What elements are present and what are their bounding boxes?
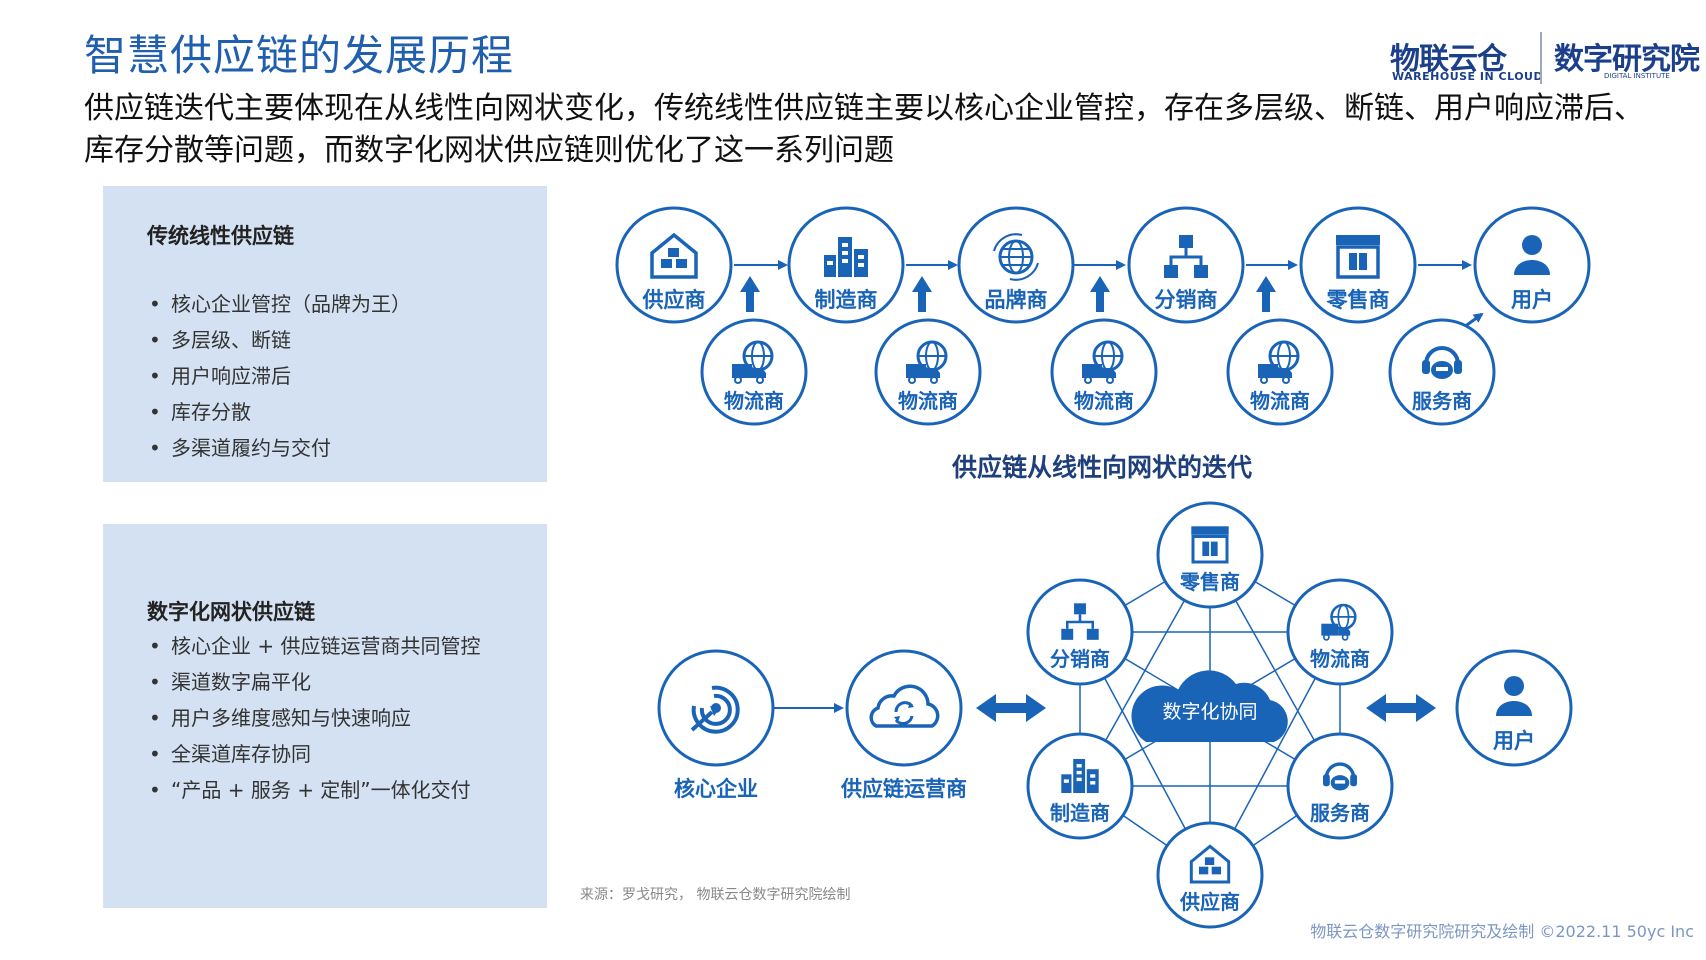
digital-heading: 数字化网状供应链: [147, 600, 315, 624]
traditional-heading: 传统线性供应链: [147, 224, 294, 248]
logo-brand: 物联云仓: [1390, 42, 1507, 77]
node-user: 用户: [1473, 206, 1591, 324]
node-logistics: 物流商: [700, 318, 808, 426]
node-user: 用户: [1455, 649, 1573, 767]
list-item: 核心企业 + 供应链运营商共同管控: [147, 628, 487, 664]
up-arrow: [1090, 276, 1110, 312]
node-label: 品牌商: [985, 288, 1048, 312]
node-label: 用户: [1493, 729, 1535, 753]
network-diagram: 核心企业 供应链运营商 数字化协同 零售商: [657, 501, 1573, 929]
node-label: 零售商: [1326, 288, 1390, 312]
logo: 物联云仓 WAREHOUSE IN CLOUD 数字研究院 DIGITAL IN…: [1390, 14, 1700, 84]
list-item: 核心企业管控（品牌为王）: [147, 286, 527, 322]
node-logistics: 物流商: [1050, 318, 1158, 426]
node-label: 服务商: [1310, 801, 1370, 825]
list-item: 库存分散: [147, 394, 527, 430]
node-manufacturer: 制造商: [1026, 732, 1134, 840]
node-logistics: 物流商: [874, 318, 982, 426]
page-subtitle: 供应链迭代主要体现在从线性向网状变化，传统线性供应链主要以核心企业管控，存在多层…: [84, 91, 1644, 168]
node-brand: 品牌商: [957, 206, 1075, 324]
node-label: 零售商: [1179, 570, 1240, 594]
node-distributor: 分销商: [1127, 206, 1245, 324]
logo-institute: 数字研究院: [1554, 42, 1700, 77]
logo-institute-en: DIGITAL INSTITUTE: [1604, 72, 1670, 80]
up-arrow: [1256, 276, 1276, 312]
node-logistics: 物流商: [1226, 318, 1334, 426]
logo-brand-en: WAREHOUSE IN CLOUD: [1392, 70, 1544, 83]
node-retailer: 零售商: [1299, 206, 1417, 324]
double-arrow: [1366, 694, 1436, 722]
node-label: 供应商: [1179, 890, 1240, 914]
node-logistics: 物流商: [1286, 578, 1394, 686]
footer: 物联云仓数字研究院研究及绘制 ©2022.11 50yc Inc: [1310, 922, 1694, 941]
node-label: 服务商: [1412, 389, 1472, 413]
node-service: 服务商: [1286, 732, 1394, 840]
list-item: 用户响应滞后: [147, 358, 527, 394]
hub-label: 数字化协同: [1162, 701, 1257, 723]
list-item: 全渠道库存协同: [147, 736, 487, 772]
node-label: 物流商: [1250, 389, 1310, 413]
linear-diagram: 供应商 制造商 品牌商 分销商 零售商 用户: [615, 206, 1591, 482]
logo-divider: [1540, 32, 1542, 84]
node-operator: 供应链运营商: [840, 649, 967, 801]
node-label: 制造商: [1050, 801, 1110, 825]
node-label: 用户: [1511, 288, 1553, 312]
digital-panel: 数字化网状供应链 核心企业 + 供应链运营商共同管控 渠道数字扁平化 用户多维度…: [103, 524, 547, 908]
node-label: 物流商: [898, 389, 958, 413]
list-item: “产品 + 服务 + 定制”一体化交付: [147, 772, 487, 808]
list-item: 渠道数字扁平化: [147, 664, 487, 700]
node-label: 分销商: [1050, 647, 1110, 671]
list-item: 用户多维度感知与快速响应: [147, 700, 487, 736]
node-service: 服务商: [1388, 318, 1496, 426]
node-core-enterprise: 核心企业: [657, 649, 775, 801]
node-label: 供应链运营商: [840, 777, 967, 801]
list-item: 多渠道履约与交付: [147, 430, 527, 466]
node-supplier: 供应商: [615, 206, 733, 324]
node-retailer: 零售商: [1156, 501, 1264, 609]
node-label: 制造商: [815, 288, 878, 312]
double-arrow: [976, 694, 1046, 722]
node-manufacturer: 制造商: [787, 206, 905, 324]
up-arrow: [912, 276, 932, 312]
node-supplier: 供应商: [1156, 821, 1264, 929]
list-item: 多层级、断链: [147, 322, 527, 358]
digital-list: 核心企业 + 供应链运营商共同管控 渠道数字扁平化 用户多维度感知与快速响应 全…: [147, 628, 487, 808]
node-label: 物流商: [1074, 389, 1134, 413]
node-label: 物流商: [1310, 647, 1370, 671]
node-label: 物流商: [724, 389, 784, 413]
diagram-caption: 供应链从线性向网状的迭代: [951, 453, 1252, 482]
node-label: 核心企业: [674, 777, 758, 801]
node-label: 供应商: [642, 288, 706, 312]
traditional-list: 核心企业管控（品牌为王） 多层级、断链 用户响应滞后 库存分散 多渠道履约与交付: [147, 286, 527, 466]
node-distributor: 分销商: [1026, 578, 1134, 686]
node-label: 分销商: [1155, 288, 1218, 312]
up-arrow: [740, 276, 760, 312]
traditional-panel: 传统线性供应链 核心企业管控（品牌为王） 多层级、断链 用户响应滞后 库存分散 …: [103, 186, 547, 482]
source-note: 来源：罗戈研究， 物联云仓数字研究院绘制: [580, 887, 851, 903]
hub-cloud: 数字化协同: [1131, 670, 1288, 742]
page-title: 智慧供应链的发展历程: [84, 31, 515, 80]
